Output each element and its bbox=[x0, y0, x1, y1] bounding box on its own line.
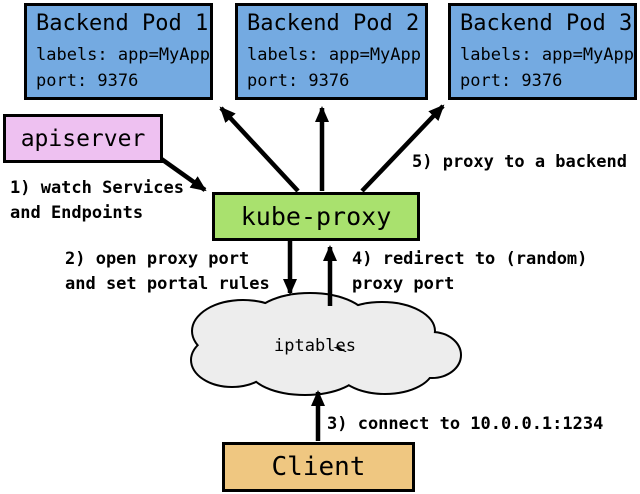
backend-pod-2-title: Backend Pod 2 bbox=[247, 11, 420, 36]
step5-line1: 5) proxy to a backend bbox=[412, 152, 627, 172]
step3-line1: 3) connect to 10.0.0.1:1234 bbox=[327, 414, 604, 434]
apiserver-box: apiserver bbox=[3, 114, 163, 163]
arrow-kubeproxy-to-pod1 bbox=[219, 106, 300, 193]
step4-line2: proxy port bbox=[352, 274, 455, 294]
step2-label: 2) open proxy port and set portal rules bbox=[65, 247, 270, 297]
kube-proxy-label: kube-proxy bbox=[240, 202, 392, 231]
step4-line1: 4) redirect to (random) bbox=[352, 249, 588, 269]
step1-label: 1) watch Services and Endpoints bbox=[10, 176, 184, 226]
arrow-apiserver-to-kubeproxy bbox=[158, 156, 207, 192]
client-label: Client bbox=[271, 452, 366, 482]
iptables-label: iptables bbox=[274, 336, 356, 356]
backend-pod-2-labels: labels: app=MyApp bbox=[247, 45, 421, 65]
step1-line2: and Endpoints bbox=[10, 203, 144, 223]
backend-pod-1-port: port: 9376 bbox=[36, 71, 139, 91]
backend-pod-3-box: Backend Pod 3 labels: app=MyApp port: 93… bbox=[448, 3, 637, 100]
backend-pod-3-port: port: 9376 bbox=[460, 71, 563, 91]
backend-pod-2-box: Backend Pod 2 labels: app=MyApp port: 93… bbox=[235, 3, 428, 100]
kube-proxy-box: kube-proxy bbox=[212, 192, 420, 241]
arrow-kubeproxy-to-pod3 bbox=[360, 104, 445, 193]
client-box: Client bbox=[222, 442, 415, 492]
step2-line1: 2) open proxy port bbox=[65, 249, 250, 269]
backend-pod-1-title: Backend Pod 1 bbox=[36, 11, 209, 36]
backend-pod-3-title: Backend Pod 3 bbox=[460, 11, 633, 36]
iptables-cloud bbox=[190, 292, 462, 396]
backend-pod-3-labels: labels: app=MyApp bbox=[460, 45, 634, 65]
step4-label: 4) redirect to (random) proxy port bbox=[352, 247, 587, 297]
backend-pod-1-box: Backend Pod 1 labels: app=MyApp port: 93… bbox=[24, 3, 213, 100]
step5-label: 5) proxy to a backend bbox=[412, 150, 627, 175]
apiserver-label: apiserver bbox=[20, 125, 146, 152]
backend-pod-1-labels: labels: app=MyApp bbox=[36, 45, 210, 65]
step2-line2: and set portal rules bbox=[65, 274, 270, 294]
backend-pod-2-port: port: 9376 bbox=[247, 71, 350, 91]
step1-line1: 1) watch Services bbox=[10, 178, 184, 198]
step3-label: 3) connect to 10.0.0.1:1234 bbox=[327, 412, 603, 437]
